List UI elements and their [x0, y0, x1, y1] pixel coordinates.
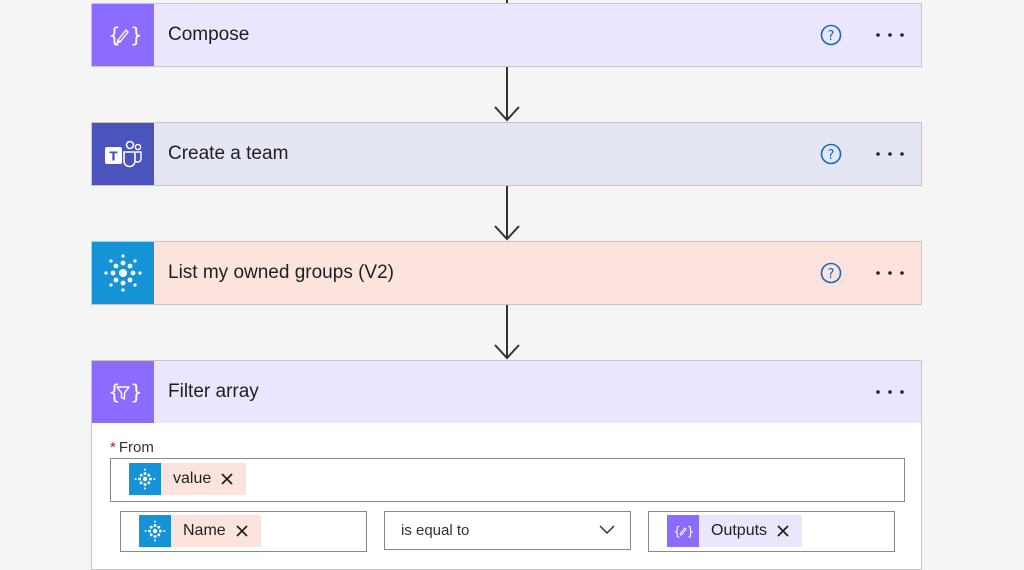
- help-icon[interactable]: ?: [820, 24, 842, 46]
- svg-text:{: {: [108, 380, 121, 404]
- token-label: value: [173, 470, 212, 487]
- groups-icon: [129, 463, 161, 495]
- step-create-team[interactable]: T Create a team ?: [91, 122, 922, 186]
- token-label: Name: [183, 522, 226, 539]
- help-icon[interactable]: ?: [820, 262, 842, 284]
- arrow-down-icon: [492, 67, 522, 123]
- operator-select[interactable]: is equal to: [384, 511, 631, 550]
- more-options-icon[interactable]: [875, 143, 905, 165]
- step-title: Create a team: [168, 143, 289, 164]
- svg-text:{: {: [108, 23, 121, 47]
- more-options-icon[interactable]: [875, 262, 905, 284]
- step-title: List my owned groups (V2): [168, 262, 394, 283]
- operator-value: is equal to: [401, 522, 470, 539]
- svg-text:?: ?: [828, 148, 835, 163]
- remove-token-icon[interactable]: [235, 524, 249, 538]
- condition-right-field[interactable]: { } Outputs: [648, 511, 895, 552]
- arrow-down-icon: [492, 305, 522, 361]
- teams-icon: T: [92, 123, 154, 185]
- step-title: Compose: [168, 24, 250, 45]
- filter-array-icon: { }: [92, 361, 154, 423]
- required-mark: *: [110, 439, 116, 456]
- svg-text:?: ?: [828, 267, 835, 282]
- token-value: value: [129, 463, 247, 495]
- condition-left-field[interactable]: Name: [120, 511, 367, 552]
- groups-icon: [139, 515, 171, 547]
- from-label-text: From: [118, 439, 154, 456]
- connector-top: [506, 0, 508, 4]
- svg-text:}: }: [130, 23, 141, 47]
- step-title: Filter array: [168, 381, 259, 402]
- compose-icon: { }: [92, 4, 154, 66]
- compose-icon: { }: [667, 515, 699, 547]
- remove-token-icon[interactable]: [220, 472, 234, 486]
- step-filter-array[interactable]: { } Filter array *From: [91, 360, 922, 570]
- from-label: *From: [110, 439, 154, 456]
- chevron-down-icon: [598, 522, 616, 540]
- groups-icon: [92, 242, 154, 304]
- help-icon[interactable]: ?: [820, 143, 842, 165]
- more-options-icon[interactable]: [875, 381, 905, 403]
- remove-token-icon[interactable]: [776, 524, 790, 538]
- step-compose[interactable]: { } Compose ?: [91, 3, 922, 67]
- token-label: Outputs: [711, 522, 768, 539]
- more-options-icon[interactable]: [875, 24, 905, 46]
- arrow-down-icon: [492, 186, 522, 242]
- svg-text:T: T: [109, 150, 118, 164]
- svg-text:{: {: [673, 524, 681, 538]
- svg-text:}: }: [687, 524, 694, 538]
- step-list-owned-groups[interactable]: List my owned groups (V2) ?: [91, 241, 922, 305]
- svg-text:?: ?: [828, 29, 835, 44]
- svg-text:}: }: [130, 380, 141, 404]
- token-outputs: { } Outputs: [667, 515, 803, 547]
- from-field[interactable]: value: [110, 458, 905, 502]
- token-name: Name: [139, 515, 261, 547]
